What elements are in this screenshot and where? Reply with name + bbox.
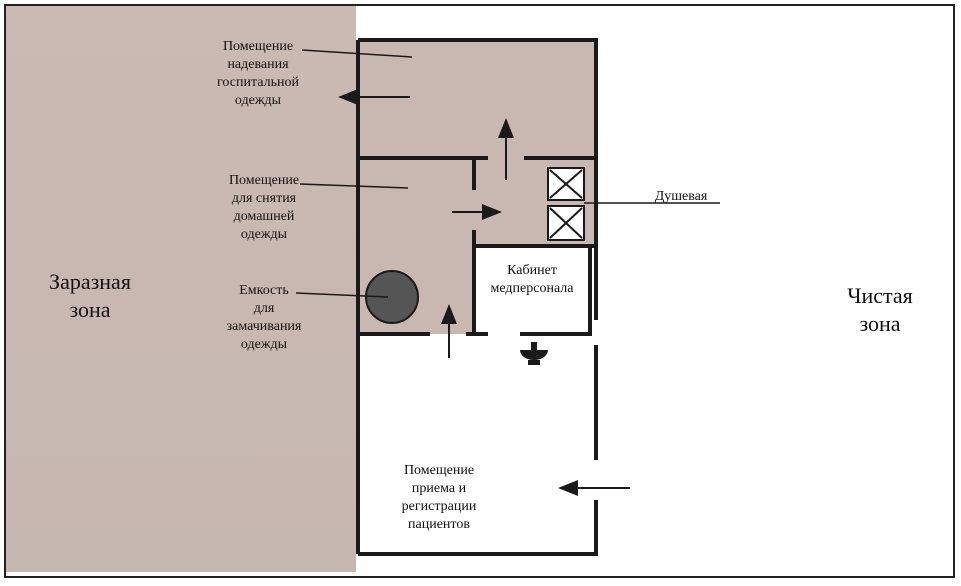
- label-reception-room: Помещение приема и регистрации пациентов: [401, 463, 477, 532]
- walls: [356, 38, 598, 556]
- shower-cabin-1: [547, 167, 585, 201]
- label-undressing-room: Помещение для снятия домашней одежды: [228, 173, 300, 242]
- label-soaking-container: Емкость для замачивания одежды: [226, 283, 302, 352]
- room-dressing-fill: [359, 40, 596, 158]
- label-dressing-room: Помещение надевания госпитальной одежды: [217, 39, 299, 108]
- label-staff-office: Кабинет медперсонала: [490, 263, 574, 296]
- sink-icon: [520, 342, 548, 365]
- shower-cabin-2: [547, 205, 585, 241]
- label-infected-zone: Заразная зона: [49, 269, 131, 322]
- leader-container: [295, 292, 389, 298]
- label-clean-zone: Чистая зона: [847, 283, 913, 336]
- leader-dressing: [301, 49, 413, 58]
- infected-zone-area: [6, 6, 356, 572]
- leader-undressing: [299, 183, 409, 189]
- label-shower: Душевая: [654, 189, 708, 204]
- soaking-container-icon: [365, 270, 419, 324]
- diagram-frame: [4, 4, 955, 578]
